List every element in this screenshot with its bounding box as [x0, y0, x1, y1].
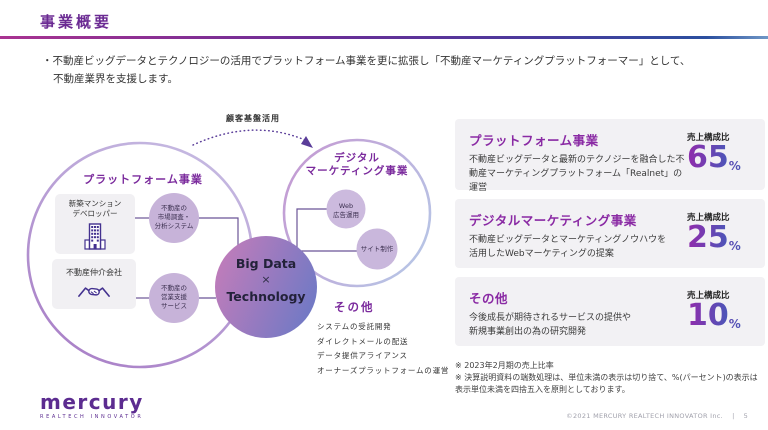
digital-title-line1: デジタル [334, 152, 380, 164]
footer-separator: | [732, 412, 735, 420]
bullet-marker: ・ [42, 55, 53, 67]
others-item: オーナーズプラットフォームの運営 [317, 365, 450, 375]
others-item: データ提供アライアンス [317, 351, 408, 361]
header-divider [0, 36, 768, 39]
panel-others-left: その他 今後成長が期待されるサービスの提供や 新規事業創出の為の研究開発 [469, 288, 687, 340]
footer-copyright: ©2021 MERCURY REALTECH INNOVATOR Inc. | … [566, 412, 748, 420]
intro-line-2: 不動産業界を支援します。 [53, 73, 178, 86]
panel-digital: デジタルマーケティング事業 不動産ビッグデータとマーケティングノウハウを 活用し… [455, 199, 765, 268]
ratio-percent: 10 [687, 298, 729, 333]
panel-digital-inner: デジタルマーケティング事業 不動産ビッグデータとマーケティングノウハウを 活用し… [469, 210, 753, 262]
others-item: システムの受託開発 [317, 322, 392, 331]
ratio-value: 65 % [687, 143, 753, 173]
sales-support-line3: サービス [161, 302, 187, 311]
market-research-label: 不動産の 市場調査・ 分析システム [144, 204, 204, 231]
site-production-node [356, 228, 398, 270]
bigdata-technology-label: Big Data × Technology [216, 256, 316, 305]
ratio-label: 売上構成比 [687, 133, 730, 143]
copyright-text: ©2021 MERCURY REALTECH INNOVATOR Inc. [566, 412, 724, 420]
others-section: その他 システムの受託開発 ダイレクトメールの配送 データ提供アライアンス オー… [317, 299, 457, 379]
broker-box: 不動産仲介会社 [52, 259, 136, 309]
mercury-logo: mercury REALTECH INNOVATOR [40, 392, 144, 420]
intro-line-1-text: 不動産ビッグデータとテクノロジーの活用でプラットフォーム事業を更に拡張し「不動産… [52, 55, 691, 67]
panel-others-inner: その他 今後成長が期待されるサービスの提供や 新規事業創出の為の研究開発 売上構… [469, 288, 753, 340]
page-title: 事業概要 [40, 13, 113, 31]
panel-others: その他 今後成長が期待されるサービスの提供や 新規事業創出の為の研究開発 売上構… [455, 277, 765, 346]
sales-support-line1: 不動産の [161, 284, 187, 292]
business-diagram: 顧客基盤活用 プラットフォーム事業 新築マンション デベロッパー [0, 105, 460, 405]
web-ads-line1: Web [338, 202, 354, 210]
ratio-percent: 65 [687, 140, 729, 175]
developer-box-line2: デベロッパー [72, 209, 118, 218]
ratio-value: 25 % [687, 223, 753, 253]
others-item: ダイレクトメールの配送 [317, 336, 409, 346]
panel-platform-left: プラットフォーム事業 不動産ビッグデータと最新のテクノジーを融合した不 動産マー… [469, 130, 687, 196]
page-number: 5 [743, 412, 748, 420]
market-research-line3: 分析システム [154, 222, 194, 231]
panel-digital-left: デジタルマーケティング事業 不動産ビッグデータとマーケティングノウハウを 活用し… [469, 210, 687, 262]
mercury-logo-text: mercury [40, 390, 144, 414]
arrowhead [301, 136, 313, 148]
ratio-value: 10 % [687, 301, 753, 331]
percent-unit: % [728, 317, 741, 331]
sales-support-line2: 営業支援 [161, 293, 187, 302]
diagram-graphics [26, 129, 432, 369]
digital-circle-title: デジタル マーケティング事業 [287, 152, 427, 178]
developer-box: 新築マンション デベロッパー [55, 194, 135, 254]
digital-circle-ring [282, 138, 432, 288]
site-production-label: サイト制作 [360, 245, 394, 253]
panel-platform-title: プラットフォーム事業 [469, 133, 599, 148]
panel-digital-ratio: 売上構成比 25 % [687, 210, 753, 262]
panel-digital-body: 不動産ビッグデータとマーケティングノウハウを 活用したWebマーケティングの提案 [469, 234, 687, 262]
web-ads-line2: 広告運用 [333, 211, 359, 220]
handshake-icon [78, 287, 110, 298]
panel-others-title: その他 [469, 291, 509, 306]
panel-others-body: 今後成長が期待されるサービスの提供や 新規事業創出の為の研究開発 [469, 312, 687, 340]
footnote-1: ※ 2023年2月期の売上比率 [455, 361, 554, 370]
developer-box-label: 新築マンション デベロッパー [69, 199, 122, 220]
building-icon [84, 222, 106, 250]
panel-digital-title: デジタルマーケティング事業 [469, 213, 637, 228]
ratio-label: 売上構成比 [687, 213, 730, 223]
percent-unit: % [728, 159, 741, 173]
market-research-node [149, 193, 199, 243]
web-ads-label: Web 広告運用 [321, 202, 371, 220]
market-research-line2: 市場調査・ [157, 213, 191, 222]
customer-base-label: 顧客基盤活用 [226, 114, 280, 123]
market-research-line1: 不動産の [161, 204, 187, 212]
mercury-logo-subtext: REALTECH INNOVATOR [40, 414, 144, 420]
times-symbol: × [261, 273, 271, 287]
developer-box-line1: 新築マンション [68, 198, 122, 208]
panel-others-body-line1: 今後成長が期待されるサービスの提供や [469, 313, 632, 323]
ratio-label: 売上構成比 [687, 291, 730, 301]
panel-platform-ratio: 売上構成比 65 % [687, 130, 753, 196]
panel-others-body-line2: 新規事業創出の為の研究開発 [469, 326, 587, 337]
panel-platform: プラットフォーム事業 不動産ビッグデータと最新のテクノジーを融合した不 動産マー… [455, 119, 765, 193]
footnote-2: ※ 決算説明資料の端数処理は、単位未満の表示は切り捨て、%(パーセント)の表示は… [455, 373, 758, 394]
sales-support-node [149, 273, 199, 323]
panel-digital-body-line1: 不動産ビッグデータとマーケティングノウハウを [469, 235, 667, 245]
digital-title-line2: マーケティング事業 [305, 165, 409, 178]
panel-digital-body-line2: 活用したWebマーケティングの提案 [469, 248, 614, 259]
sales-support-label: 不動産の 営業支援 サービス [144, 284, 204, 311]
panel-others-ratio: 売上構成比 10 % [687, 288, 753, 340]
customer-base-arrow [192, 129, 306, 146]
ratio-percent: 25 [687, 220, 729, 255]
intro-text: ・ 不動産ビッグデータとテクノロジーの活用でプラットフォーム事業を更に拡張し「不… [42, 52, 757, 89]
footnotes: ※ 2023年2月期の売上比率 ※ 決算説明資料の端数処理は、単位未満の表示は切… [455, 360, 763, 396]
percent-unit: % [728, 239, 741, 253]
web-ads-node [326, 189, 366, 229]
panel-platform-body-line2: 動産マーケティングプラットフォーム「Realnet」の運営 [469, 168, 683, 193]
bigdata-text: Big Data [235, 256, 297, 271]
bigdata-technology-circle [215, 236, 317, 338]
connector-lines [135, 208, 357, 299]
panel-platform-inner: プラットフォーム事業 不動産ビッグデータと最新のテクノジーを融合した不 動産マー… [469, 130, 753, 196]
intro-line-1: ・ 不動産ビッグデータとテクノロジーの活用でプラットフォーム事業を更に拡張し「不… [42, 52, 757, 70]
panel-platform-body-line1: 不動産ビッグデータと最新のテクノジーを融合した不 [469, 155, 685, 165]
broker-box-label: 不動産仲介会社 [66, 267, 122, 277]
platform-circle-title: プラットフォーム事業 [83, 173, 203, 186]
technology-text: Technology [226, 288, 306, 304]
panel-platform-body: 不動産ビッグデータと最新のテクノジーを融合した不 動産マーケティングプラットフォ… [469, 154, 687, 196]
others-title: その他 [334, 300, 375, 314]
